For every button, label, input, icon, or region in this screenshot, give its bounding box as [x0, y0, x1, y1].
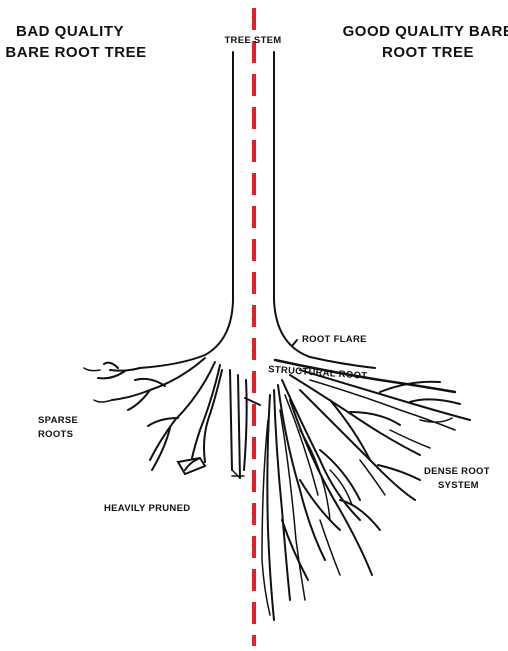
good-title-line2: ROOT TREE [382, 44, 474, 61]
label-structural-root: STRUCTURAL ROOT [268, 364, 368, 382]
label-dense-root-line1: DENSE ROOT [424, 466, 490, 477]
label-heavily-pruned: HEAVILY PRUNED [104, 503, 190, 514]
tree-stem [140, 52, 375, 368]
label-root-flare: ROOT FLARE [302, 334, 367, 345]
bad-title-line2: BARE ROOT TREE [5, 44, 146, 61]
label-sparse-roots-line1: SPARSE [38, 415, 78, 426]
sparse-roots [84, 358, 260, 478]
root-flare-leader [292, 340, 297, 346]
bad-title-line1: BAD QUALITY [16, 23, 124, 40]
label-tree-stem: TREE STEM [224, 35, 281, 46]
label-dense-root-line2: SYSTEM [438, 480, 479, 491]
label-sparse-roots-line2: ROOTS [38, 429, 73, 440]
good-title-line1: GOOD QUALITY BARE [343, 23, 508, 40]
